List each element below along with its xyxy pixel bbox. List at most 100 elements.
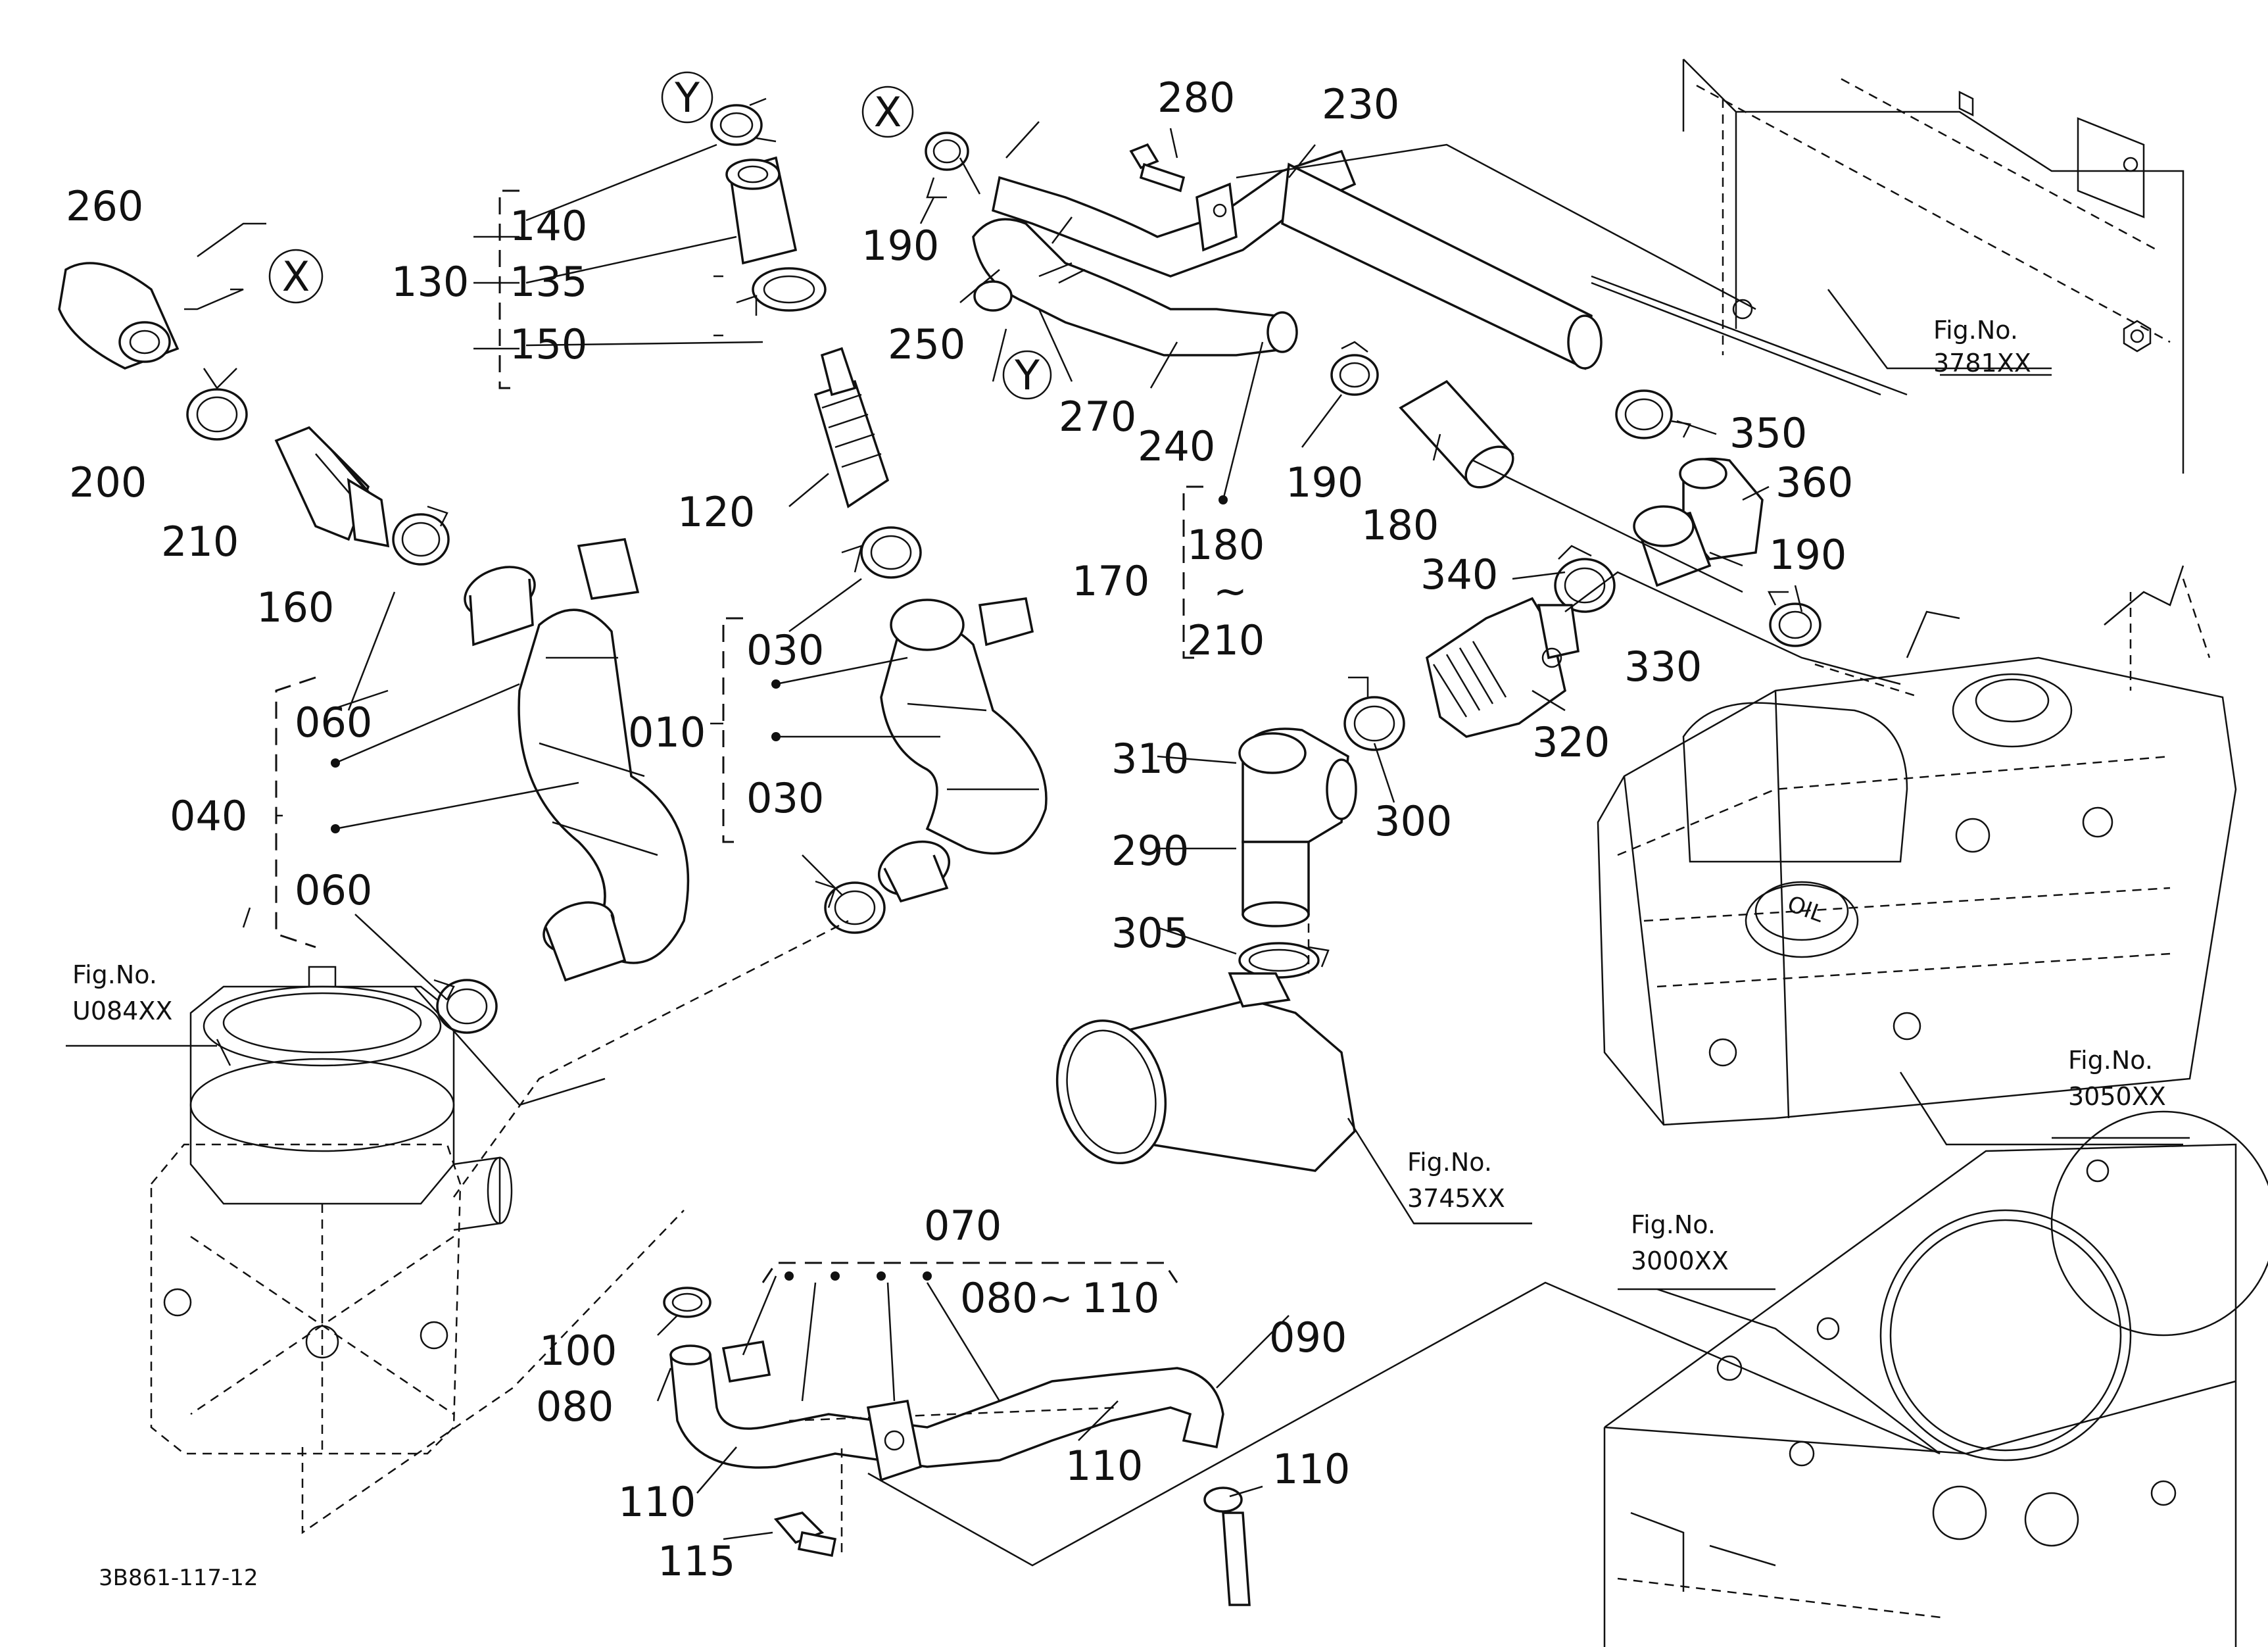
tilde-range-170: ~	[1213, 567, 1247, 615]
fig-ref-3745-number: 3745XX	[1407, 1184, 1505, 1213]
callout-260[interactable]: 260	[66, 182, 143, 230]
callout-060-bottom[interactable]: 060	[295, 866, 372, 914]
callout-180-hose[interactable]: 180	[1361, 501, 1439, 549]
clamp-350	[1615, 389, 1691, 439]
callout-300[interactable]: 300	[1374, 797, 1452, 845]
callout-010[interactable]: 010	[628, 708, 706, 756]
figure-ref-U084XX[interactable]: Fig.No. U084XX	[72, 960, 172, 1025]
fig-ref-U084-heading: Fig.No.	[72, 960, 157, 989]
callout-130[interactable]: 130	[391, 258, 469, 306]
callout-210[interactable]: 210	[161, 518, 239, 566]
clamp-060-bottom	[433, 979, 498, 1034]
fig-ref-3781-heading: Fig.No.	[1933, 316, 2018, 345]
callout-030-bottom[interactable]: 030	[746, 774, 824, 822]
fig-ref-3781-number: 3781XX	[1933, 349, 2031, 378]
fig-ref-3000-number: 3000XX	[1631, 1246, 1729, 1275]
callout-270[interactable]: 270	[1059, 393, 1136, 441]
leader-lines	[66, 121, 2190, 1540]
callout-100[interactable]: 100	[539, 1327, 617, 1375]
callout-030-top[interactable]: 030	[746, 626, 824, 674]
callout-110-right[interactable]: 110	[1272, 1445, 1350, 1493]
figure-ref-3781XX[interactable]: Fig.No. 3781XX	[1933, 316, 2031, 378]
hose-010	[877, 597, 1048, 903]
callout-340[interactable]: 340	[1420, 551, 1498, 599]
clamp-305	[1238, 942, 1330, 979]
callout-305[interactable]: 305	[1111, 909, 1189, 957]
oil-cap-text: OIL	[1784, 891, 1827, 928]
callout-160[interactable]: 160	[256, 583, 334, 631]
valve-120	[813, 347, 890, 508]
clamp-060-top	[392, 505, 450, 566]
fig-ref-3050-heading: Fig.No.	[2068, 1046, 2153, 1075]
callout-190-right[interactable]: 190	[1769, 531, 1846, 579]
callout-140[interactable]: 140	[510, 202, 587, 250]
tilde-range-070: ~	[1039, 1274, 1073, 1322]
clamp-190-mid	[1330, 341, 1379, 396]
group-brackets	[275, 189, 1203, 1283]
callout-330[interactable]: 330	[1624, 643, 1702, 691]
callout-310[interactable]: 310	[1111, 735, 1189, 783]
callout-070[interactable]: 070	[924, 1202, 1001, 1250]
hose-040	[464, 538, 690, 982]
marker-x-left[interactable]: X	[268, 249, 324, 304]
pipe-230	[991, 149, 1603, 370]
marker-y-mid[interactable]: Y	[1002, 350, 1052, 400]
figure-ref-3000XX[interactable]: Fig.No. 3000XX	[1631, 1210, 1729, 1275]
elbow-360	[1679, 457, 1764, 560]
callout-280[interactable]: 280	[1157, 74, 1235, 122]
fig-ref-3000-heading: Fig.No.	[1631, 1210, 1716, 1239]
marker-x-right[interactable]: X	[861, 86, 914, 138]
callout-190-left[interactable]: 190	[861, 222, 939, 270]
callout-200[interactable]: 200	[69, 458, 147, 506]
callout-230[interactable]: 230	[1322, 80, 1399, 128]
callout-090[interactable]: 090	[1269, 1314, 1347, 1362]
callout-190-mid[interactable]: 190	[1286, 458, 1363, 506]
bolt-115	[773, 1512, 837, 1558]
callout-110-range[interactable]: 110	[1082, 1274, 1159, 1322]
clamp-150	[736, 267, 827, 316]
callout-135[interactable]: 135	[510, 258, 587, 306]
callout-040[interactable]: 040	[170, 792, 247, 840]
callout-240[interactable]: 240	[1138, 422, 1215, 470]
callout-110-left[interactable]: 110	[618, 1478, 696, 1526]
callout-360[interactable]: 360	[1775, 458, 1853, 506]
bolt-280	[1129, 143, 1186, 193]
callout-115[interactable]: 115	[658, 1537, 735, 1585]
clamp-210	[186, 368, 248, 441]
cylinder-head-gasket	[1603, 1110, 2268, 1647]
callout-110-mid[interactable]: 110	[1065, 1442, 1143, 1490]
marker-y-mid-label: Y	[1014, 351, 1040, 399]
clamp-030-top	[841, 526, 922, 579]
marker-y-top-label: Y	[674, 74, 700, 122]
hose-080-090	[669, 1340, 1224, 1482]
callout-120[interactable]: 120	[677, 488, 755, 536]
callout-180-range[interactable]: 180	[1187, 521, 1265, 569]
hose-290	[1242, 841, 1310, 927]
figure-ref-3050XX[interactable]: Fig.No. 3050XX	[2068, 1046, 2166, 1111]
sensor-160	[274, 426, 390, 548]
callout-060-top[interactable]: 060	[295, 699, 372, 747]
connection-dashed-lines	[301, 663, 1941, 1567]
callout-080[interactable]: 080	[536, 1383, 614, 1431]
fig-ref-U084-number: U084XX	[72, 996, 172, 1025]
marker-x-right-label: X	[874, 88, 902, 136]
callout-170[interactable]: 170	[1072, 557, 1149, 605]
drawing-id: 3B861-117-12	[99, 1565, 258, 1591]
callout-250[interactable]: 250	[888, 320, 965, 368]
clamp-190-left	[925, 132, 969, 199]
clamp-030-bottom	[815, 880, 886, 934]
fig-ref-3050-number: 3050XX	[2068, 1082, 2166, 1111]
callout-350[interactable]: 350	[1729, 409, 1807, 457]
callout-080-range[interactable]: 080	[960, 1274, 1038, 1322]
outlet-pipe-3745	[1055, 972, 1356, 1172]
callout-320[interactable]: 320	[1532, 718, 1610, 766]
fig-ref-3745-heading: Fig.No.	[1407, 1148, 1492, 1177]
pipe-240	[972, 218, 1298, 356]
callout-290[interactable]: 290	[1111, 827, 1189, 875]
figure-ref-3745XX[interactable]: Fig.No. 3745XX	[1407, 1148, 1505, 1213]
callout-150[interactable]: 150	[510, 320, 587, 368]
callout-210-range[interactable]: 210	[1187, 616, 1265, 664]
marker-y-top[interactable]: Y	[661, 71, 713, 124]
coolant-tank-housing	[150, 966, 513, 1455]
